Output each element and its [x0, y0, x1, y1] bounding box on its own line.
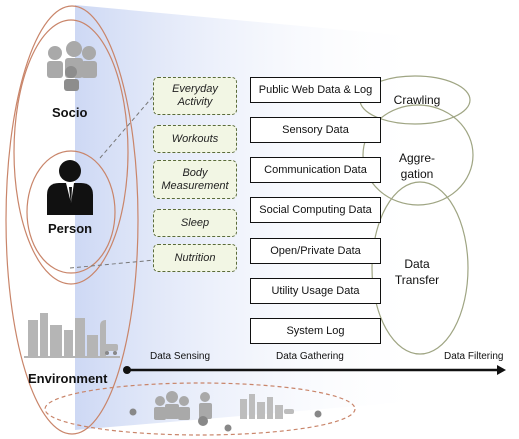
- socio-ellipse: [13, 19, 129, 285]
- environment-ellipse: [5, 5, 139, 435]
- person-label: Person: [48, 221, 93, 236]
- activity-label: Workouts: [171, 132, 219, 145]
- socio-people-icon: [47, 41, 97, 91]
- source-box-system-log: System Log: [250, 318, 381, 344]
- person-ellipse: [26, 150, 116, 274]
- source-box-open-private: Open/Private Data: [250, 238, 381, 264]
- activity-box-nutrition: Nutrition: [153, 244, 237, 272]
- bottom-ellipse: [44, 382, 356, 436]
- guide-line-bottom: [69, 259, 156, 269]
- timeline-start-dot: [123, 366, 131, 374]
- activity-label: Everyday Activity: [172, 83, 218, 108]
- activity-label: Body Measurement: [161, 166, 229, 192]
- activity-label: Nutrition: [174, 251, 216, 264]
- environment-label: Environment: [28, 371, 108, 386]
- crawling-label: Crawling: [393, 93, 441, 107]
- activity-box-body: Body Measurement: [153, 160, 237, 199]
- transfer-label: Data Transfer: [394, 257, 440, 287]
- aggregation-label: Aggre- gation: [398, 151, 436, 181]
- activity-box-workouts: Workouts: [153, 125, 237, 153]
- stage-label-filtering: Data Filtering: [444, 351, 504, 362]
- aggregation-ellipse: [362, 104, 474, 206]
- source-box-communication: Communication Data: [250, 157, 381, 183]
- timeline-arrowhead: [497, 365, 506, 375]
- city-skyline-icon: [24, 313, 120, 358]
- activity-label: Sleep: [180, 216, 210, 229]
- socio-label: Socio: [52, 105, 88, 120]
- source-box-public-web: Public Web Data & Log: [250, 77, 381, 103]
- person-icon: [47, 160, 93, 215]
- bottom-ellipse-icons: [129, 391, 322, 432]
- source-box-utility: Utility Usage Data: [250, 278, 381, 304]
- stage-label-gathering: Data Gathering: [276, 351, 344, 362]
- activity-box-sleep: Sleep: [153, 209, 237, 237]
- stage-label-sensing: Data Sensing: [150, 351, 211, 362]
- source-box-sensory: Sensory Data: [250, 117, 381, 143]
- source-box-social: Social Computing Data: [250, 197, 381, 223]
- guide-line-top: [99, 93, 156, 159]
- transfer-ellipse: [371, 181, 469, 355]
- activity-box-everyday: Everyday Activity: [153, 77, 237, 115]
